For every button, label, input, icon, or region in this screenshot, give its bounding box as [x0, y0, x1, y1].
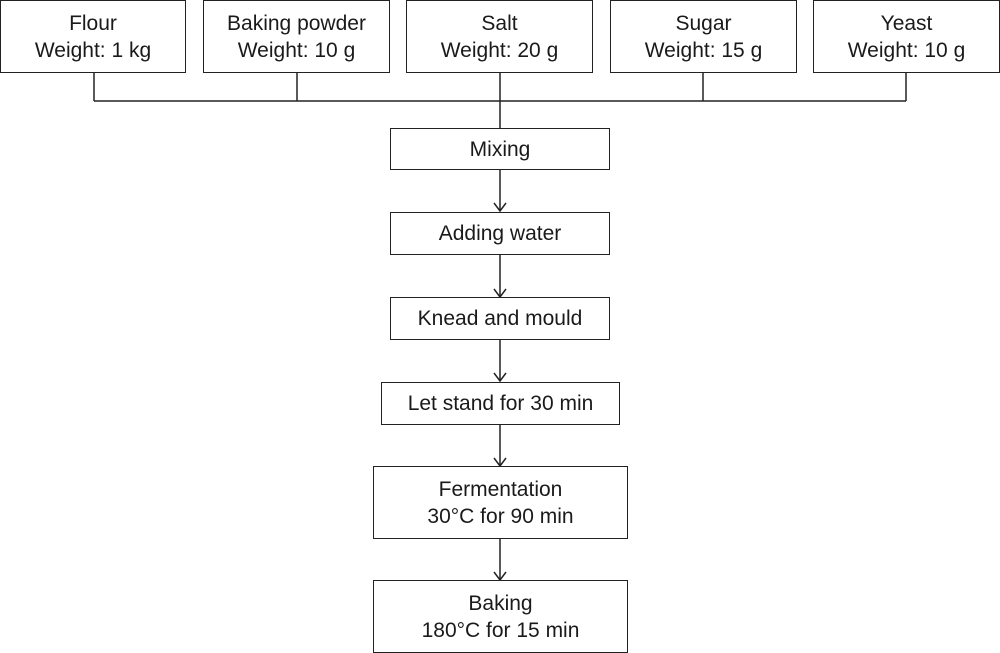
ingredient-box-flour: Flour Weight: 1 kg: [0, 0, 186, 73]
arrowhead: [493, 372, 507, 383]
ingredient-weight: Weight: 10 g: [237, 38, 356, 62]
step-label: Let stand for 30 min: [407, 392, 594, 415]
step-label: Knead and mould: [417, 307, 583, 330]
ingredient-weight: Weight: 20 g: [440, 38, 559, 62]
step-baking: Baking 180°C for 15 min: [373, 580, 628, 653]
ingredient-box-sugar: Sugar Weight: 15 g: [610, 0, 797, 73]
step-fermentation: Fermentation 30°C for 90 min: [373, 466, 628, 539]
ingredient-box-baking-powder: Baking powder Weight: 10 g: [203, 0, 390, 73]
step-condition: 30°C for 90 min: [427, 504, 574, 528]
step-label: Fermentation: [438, 477, 563, 501]
ingredient-name: Yeast: [880, 11, 933, 35]
step-label: Baking: [468, 591, 533, 615]
step-let-stand: Let stand for 30 min: [381, 382, 620, 425]
ingredient-name: Flour: [69, 11, 117, 35]
ingredient-weight: Weight: 10 g: [847, 38, 966, 62]
ingredient-box-salt: Salt Weight: 20 g: [406, 0, 593, 73]
ingredient-weight: Weight: 1 kg: [34, 38, 152, 62]
ingredient-name: Sugar: [675, 11, 732, 35]
arrowhead: [493, 202, 507, 213]
step-adding-water: Adding water: [390, 212, 610, 255]
ingredient-box-yeast: Yeast Weight: 10 g: [813, 0, 1000, 73]
step-condition: 180°C for 15 min: [421, 618, 580, 642]
ingredient-name: Baking powder: [227, 11, 366, 35]
step-label: Adding water: [438, 222, 562, 245]
step-mixing: Mixing: [390, 128, 610, 170]
step-label: Mixing: [469, 137, 531, 161]
ingredient-name: Salt: [481, 11, 518, 35]
ingredient-weight: Weight: 15 g: [644, 38, 763, 62]
step-knead-and-mould: Knead and mould: [390, 297, 610, 340]
